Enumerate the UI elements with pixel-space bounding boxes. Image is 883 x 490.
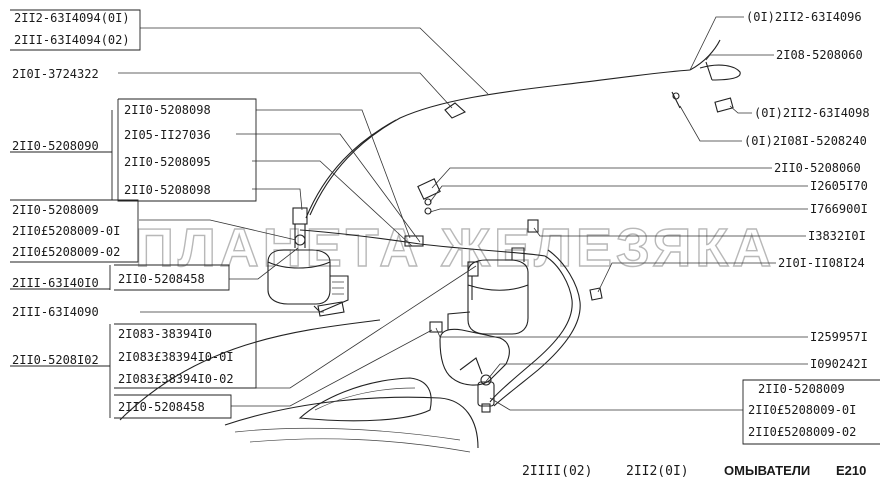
label-2ii0-5208009-0i-left: 2II0£5208009-0I <box>12 224 120 238</box>
label-brackets <box>10 9 880 445</box>
label-0i-2i08i-5208240: (0I)2I08I-5208240 <box>744 134 867 148</box>
label-2ii0-5208095: 2II0-5208095 <box>124 155 211 169</box>
footer-title: ОМЫВАТЕЛИ <box>724 463 810 478</box>
label-2ii0-5208458-lower: 2II0-5208458 <box>118 400 205 414</box>
label-0i-2ii2-63i4096: (0I)2II2-63I4096 <box>746 10 862 24</box>
label-2ii0-5208458-upper: 2II0-5208458 <box>118 272 205 286</box>
label-2ii0-5208098-bottom: 2II0-5208098 <box>124 183 211 197</box>
label-2i083-38394i0: 2I083-38394I0 <box>118 327 212 341</box>
label-2ii0-5208009-right: 2II0-5208009 <box>758 382 845 396</box>
footer: 2IIII(02) 2II2(0I) ОМЫВАТЕЛИ E210 <box>522 463 866 479</box>
label-2ii0-5208060: 2II0-5208060 <box>774 161 861 175</box>
label-2ii2-63i4094-0i: 2II2-63I4094(0I) <box>14 11 130 25</box>
label-2ii0-5208009-02-left: 2II0£5208009-02 <box>12 245 120 259</box>
label-2iii-63i4094-02: 2III-63I4094(02) <box>14 33 130 47</box>
label-i3832i0i: I3832I0I <box>808 229 866 243</box>
label-2ii0-5208009-0i-right: 2II0£5208009-0I <box>748 403 856 417</box>
footer-models-2: 2II2(0I) <box>626 464 689 479</box>
leader-lines <box>118 16 808 411</box>
label-2i0i-3724322: 2I0I-3724322 <box>12 67 99 81</box>
label-2i08-5208060: 2I08-5208060 <box>776 48 863 62</box>
left-labels: 2II2-63I4094(0I) 2III-63I4094(02) 2I0I-3… <box>12 11 234 414</box>
label-2ii0-5208i02: 2II0-5208I02 <box>12 353 99 367</box>
label-2ii0-5208009-02-right: 2II0£5208009-02 <box>748 425 856 439</box>
label-2i0i-ii08i24: 2I0I-II08I24 <box>778 256 865 270</box>
label-0i-2ii2-63i4098: (0I)2II2-63I4098 <box>754 106 870 120</box>
label-2i083-38394i0-02: 2I083£38394I0-02 <box>118 372 234 386</box>
label-2ii0-5208009-left: 2II0-5208009 <box>12 203 99 217</box>
label-i766900i: I766900I <box>810 202 868 216</box>
label-i090242i: I090242I <box>810 357 868 371</box>
label-i259957i: I259957I <box>810 330 868 344</box>
label-2ii0-5208090: 2II0-5208090 <box>12 139 99 153</box>
label-2ii0-5208098-top: 2II0-5208098 <box>124 103 211 117</box>
label-2iii-63i40i0: 2III-63I40I0 <box>12 276 99 290</box>
right-labels: (0I)2II2-63I4096 2I08-5208060 (0I)2II2-6… <box>744 10 870 439</box>
label-2i083-38394i0-0i: 2I083£38394I0-0I <box>118 350 234 364</box>
watermark-text: ПЛАНЕТА ЖЕЛЕЗЯКА <box>135 218 775 278</box>
label-2i05-ii27036: 2I05-II27036 <box>124 128 211 142</box>
footer-models-1: 2IIII(02) <box>522 464 592 479</box>
label-i2605i70: I2605I70 <box>810 179 868 193</box>
footer-code: E210 <box>836 463 866 478</box>
label-2iii-63i4090: 2III-63I4090 <box>12 305 99 319</box>
